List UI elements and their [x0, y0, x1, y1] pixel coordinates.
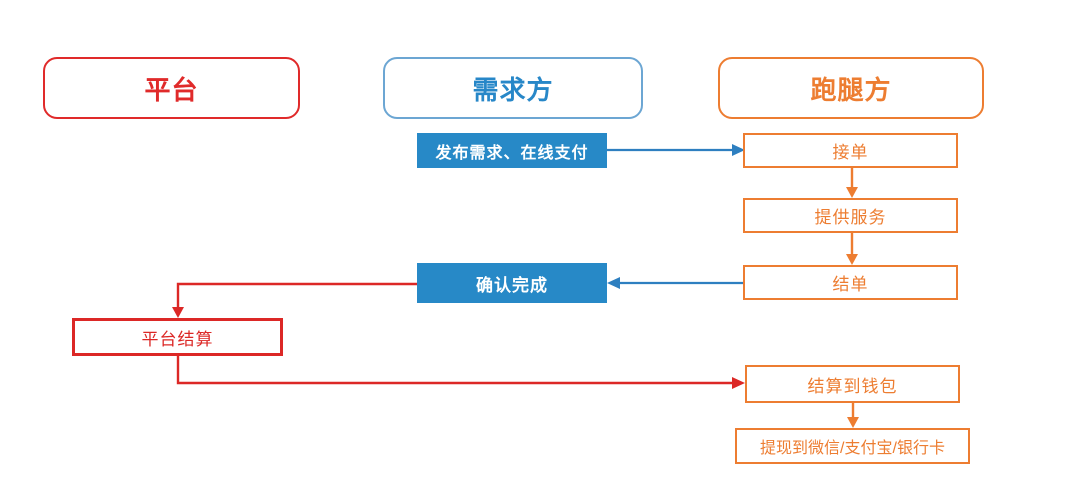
- edge-close-confirm: [607, 277, 743, 289]
- node-platform-settle: 平台结算: [72, 318, 283, 356]
- node-publish-demand-label: 发布需求、在线支付: [435, 144, 589, 162]
- node-platform-settle-label: 平台结算: [141, 329, 214, 349]
- node-settle-to-wallet-label: 结算到钱包: [807, 376, 898, 396]
- edge-provide-close: [846, 233, 858, 265]
- lane-header-platform-label: 平台: [144, 74, 199, 105]
- node-accept-order: 接单: [743, 133, 958, 168]
- node-publish-demand: 发布需求、在线支付: [417, 133, 607, 168]
- lane-header-runner: 跑腿方: [718, 57, 984, 119]
- lane-header-runner-label: 跑腿方: [810, 74, 892, 105]
- node-accept-order-label: 接单: [832, 143, 869, 162]
- node-withdraw-label: 提现到微信/支付宝/银行卡: [760, 440, 945, 457]
- edge-confirm-settle: [172, 282, 417, 318]
- node-confirm-complete-label: 确认完成: [476, 275, 548, 295]
- node-provide-service: 提供服务: [743, 198, 958, 233]
- node-confirm-complete: 确认完成: [417, 263, 607, 303]
- edge-accept-provide: [846, 168, 858, 198]
- edge-wallet-withdraw: [847, 403, 859, 428]
- lane-header-platform: 平台: [43, 57, 300, 119]
- edge-settle-wallet: [176, 356, 745, 389]
- lane-header-demand: 需求方: [383, 57, 643, 119]
- node-withdraw: 提现到微信/支付宝/银行卡: [735, 428, 970, 464]
- node-provide-service-label: 提供服务: [814, 208, 887, 227]
- lane-header-demand-label: 需求方: [472, 74, 554, 105]
- node-settle-to-wallet: 结算到钱包: [745, 365, 960, 403]
- node-close-order-label: 结单: [832, 275, 869, 294]
- edge-publish-accept: [607, 144, 745, 156]
- node-close-order: 结单: [743, 265, 958, 300]
